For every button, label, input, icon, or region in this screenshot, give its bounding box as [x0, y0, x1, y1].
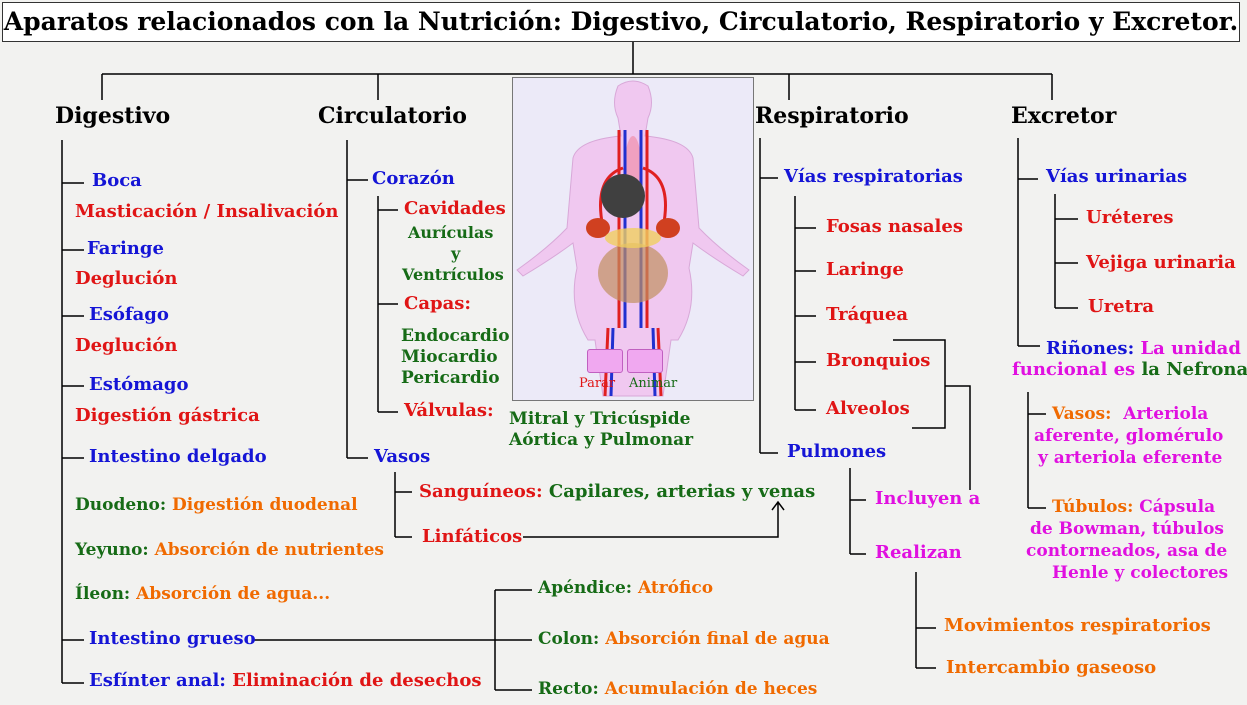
label-incluyen: Incluyen a	[875, 488, 981, 509]
label-boca: Boca	[92, 170, 142, 191]
label-funcional-es: funcional es	[1012, 359, 1136, 380]
label-duodeno-funcion: Digestión duodenal	[172, 495, 358, 515]
label-recto-funcion: Acumulación de heces	[604, 679, 818, 699]
label-esfinter-funcion: Eliminación de desechos	[232, 670, 482, 691]
label-aortica-pulmonar: Aórtica y Pulmonar	[509, 430, 694, 450]
label-y: y	[451, 244, 461, 263]
label-endocardio: Endocardio	[401, 326, 510, 346]
row-rinones: Riñones: La unidad	[1046, 338, 1241, 360]
label-vasos: Vasos	[374, 446, 431, 467]
label-boca-funcion: Masticación / Insalivación	[75, 201, 339, 222]
label-pericardio: Pericardio	[401, 368, 500, 388]
heading-circulatorio: Circulatorio	[318, 103, 467, 129]
label-fosas-nasales: Fosas nasales	[826, 216, 963, 237]
label-apendice: Apéndice:	[538, 578, 633, 598]
label-arteriola: Arteriola	[1123, 404, 1209, 424]
label-apendice-funcion: Atrófico	[637, 578, 714, 598]
row-tubulos: Túbulos: Cápsula	[1052, 497, 1215, 518]
label-duodeno: Duodeno:	[75, 495, 167, 515]
label-pulmones: Pulmones	[787, 441, 887, 462]
label-colon: Colon:	[538, 629, 600, 649]
label-traquea: Tráquea	[826, 304, 909, 325]
label-rinones: Riñones:	[1046, 338, 1135, 359]
label-laringe: Laringe	[826, 259, 904, 280]
label-intestino-delgado: Intestino delgado	[89, 446, 267, 467]
label-esfinter: Esfínter anal:	[89, 670, 226, 691]
label-cavidades: Cavidades	[404, 198, 506, 219]
label-vias-respiratorias: Vías respiratorias	[784, 166, 963, 187]
label-estomago: Estómago	[89, 374, 189, 395]
label-intestino-grueso: Intestino grueso	[89, 628, 256, 649]
label-arteriola-eferente: y arteriola eferente	[1038, 448, 1223, 468]
stop-label: Parar	[579, 376, 616, 391]
label-auriculas: Aurículas	[408, 223, 494, 242]
label-yeyuno: Yeyuno:	[75, 540, 149, 560]
label-yeyuno-funcion: Absorción de nutrientes	[154, 540, 385, 560]
label-corazon: Corazón	[372, 168, 455, 189]
body-illustration: Parar Animar	[512, 77, 754, 401]
label-uretra: Uretra	[1088, 296, 1155, 317]
label-ureteres: Uréteres	[1086, 207, 1174, 228]
label-valvulas: Válvulas:	[404, 400, 494, 421]
label-colon-funcion: Absorción final de agua	[605, 629, 830, 649]
label-sanguineos: Sanguíneos:	[419, 481, 543, 502]
label-faringe: Faringe	[87, 238, 164, 259]
label-contorneados: contorneados, asa de	[1026, 541, 1228, 561]
label-mitral-tricuspide: Mitral y Tricúspide	[509, 409, 691, 429]
label-ileon-funcion: Absorción de agua...	[136, 584, 331, 604]
label-vasos-renales: Vasos:	[1052, 404, 1112, 424]
row-ileon: Íleon: Absorción de agua...	[75, 583, 330, 605]
row-esfinter: Esfínter anal: Eliminación de desechos	[89, 670, 482, 692]
label-rinones-unidad: La unidad	[1140, 338, 1241, 359]
label-miocardio: Miocardio	[401, 347, 498, 367]
label-intercambio: Intercambio gaseoso	[946, 657, 1157, 678]
heading-respiratorio: Respiratorio	[755, 103, 909, 129]
label-nefrona: la Nefrona	[1141, 359, 1247, 380]
label-esofago-funcion: Deglución	[75, 335, 178, 356]
label-movimientos: Movimientos respiratorios	[944, 615, 1211, 636]
label-capsula: Cápsula	[1139, 497, 1216, 517]
label-recto: Recto:	[538, 679, 599, 699]
label-estomago-funcion: Digestión gástrica	[75, 405, 260, 426]
label-ventriculos: Ventrículos	[402, 265, 504, 284]
row-sanguineos: Sanguíneos: Capilares, arterias y venas	[419, 481, 815, 503]
human-body-image	[516, 80, 750, 397]
play-button[interactable]	[627, 349, 663, 373]
label-aferente-glomerulo: aferente, glomérulo	[1034, 426, 1224, 446]
label-vejiga: Vejiga urinaria	[1086, 252, 1236, 273]
label-realizan: Realizan	[875, 542, 962, 563]
label-henle-colectores: Henle y colectores	[1052, 563, 1229, 583]
row-duodeno: Duodeno: Digestión duodenal	[75, 494, 358, 516]
row-vasos-renales: Vasos: Arteriola	[1052, 404, 1208, 425]
row-colon: Colon: Absorción final de agua	[538, 628, 830, 650]
label-bronquios: Bronquios	[826, 350, 931, 371]
label-bowman-tubulos: de Bowman, túbulos	[1030, 519, 1224, 539]
heading-digestivo: Digestivo	[55, 103, 171, 129]
label-vias-urinarias: Vías urinarias	[1046, 166, 1188, 187]
stop-button[interactable]	[587, 349, 623, 373]
play-label: Animar	[629, 376, 678, 391]
row-nefrona: funcional es la Nefrona	[1012, 359, 1247, 381]
row-recto: Recto: Acumulación de heces	[538, 678, 817, 700]
label-capas: Capas:	[404, 293, 472, 314]
heading-excretor: Excretor	[1011, 103, 1117, 129]
row-yeyuno: Yeyuno: Absorción de nutrientes	[75, 539, 384, 561]
label-faringe-funcion: Deglución	[75, 268, 178, 289]
label-ileon: Íleon:	[75, 584, 131, 604]
page-title: Aparatos relacionados con la Nutrición: …	[2, 2, 1240, 42]
label-esofago: Esófago	[89, 304, 169, 325]
label-tubulos: Túbulos:	[1052, 497, 1134, 517]
label-sanguineos-tipos: Capilares, arterias y venas	[548, 481, 816, 502]
row-apendice: Apéndice: Atrófico	[538, 577, 713, 599]
label-linfaticos: Linfáticos	[422, 526, 523, 547]
label-alveolos: Alveolos	[826, 398, 910, 419]
